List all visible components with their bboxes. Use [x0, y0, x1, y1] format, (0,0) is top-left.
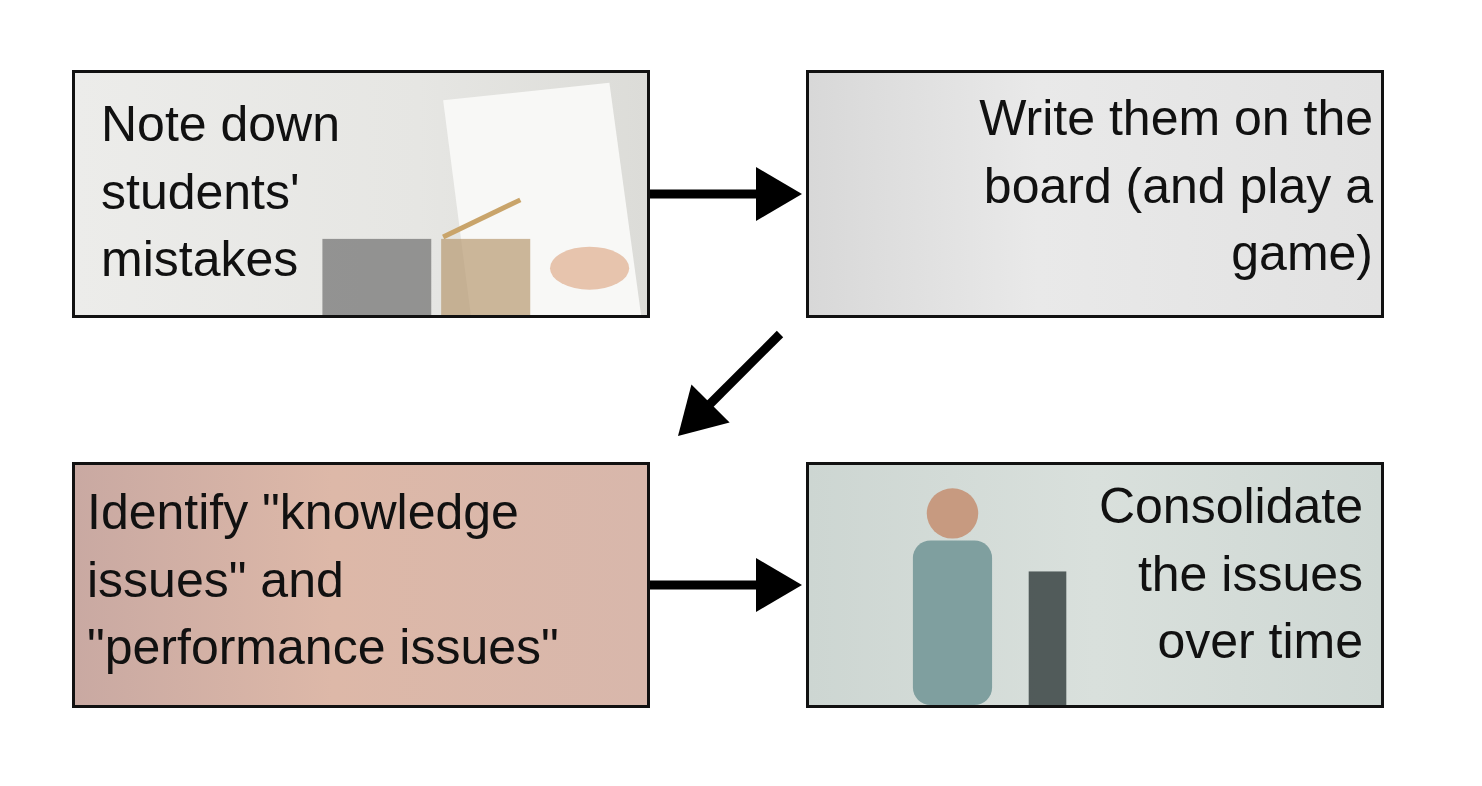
connector-line: [650, 581, 760, 590]
card: [441, 239, 530, 315]
step-box: Consolidate the issues over time: [806, 462, 1384, 708]
step-text: Note down students' mistakes: [101, 91, 441, 294]
chart-board: [1029, 571, 1067, 705]
step-text: Write them on the board (and play a game…: [953, 85, 1373, 288]
step-text: Identify "knowledge issues" and "perform…: [87, 479, 627, 682]
step-box: Identify "knowledge issues" and "perform…: [72, 462, 650, 708]
head: [927, 488, 978, 538]
flow-arrow: [678, 334, 780, 436]
flow-arrow: [650, 558, 802, 612]
arrow-head: [756, 558, 802, 612]
arrow-head: [756, 167, 802, 221]
connector-line: [650, 190, 760, 199]
notebook: [322, 239, 431, 315]
hand: [550, 247, 629, 290]
step-box: Note down students' mistakes: [72, 70, 650, 318]
step-box: Write them on the board (and play a game…: [806, 70, 1384, 318]
step-text: Consolidate the issues over time: [1043, 473, 1363, 676]
flow-arrow: [650, 167, 802, 221]
torso: [913, 540, 992, 705]
pencil: [443, 200, 520, 237]
arrow-head: [678, 384, 730, 436]
connector-line: [708, 334, 780, 406]
